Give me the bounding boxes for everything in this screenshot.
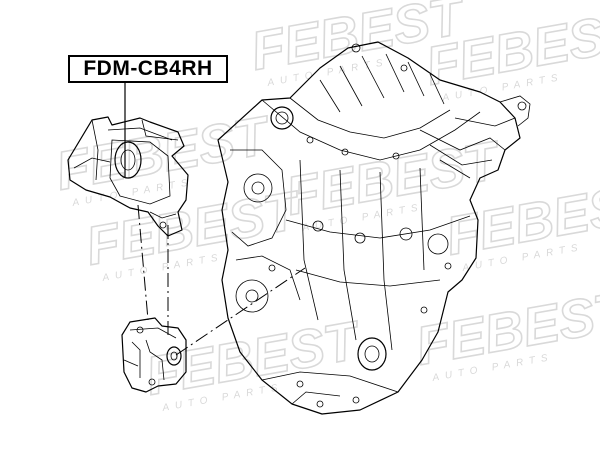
part-number-label: FDM-CB4RH bbox=[68, 55, 228, 83]
mount-bracket-part bbox=[121, 317, 187, 393]
engine-block-illustration bbox=[217, 41, 531, 415]
assembly-line bbox=[137, 204, 149, 321]
assembly-line bbox=[175, 267, 306, 356]
engine-mount-part bbox=[67, 116, 189, 237]
